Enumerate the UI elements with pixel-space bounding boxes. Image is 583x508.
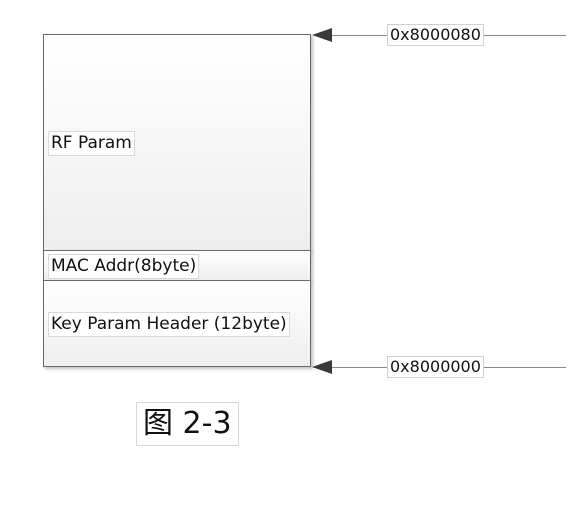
- top-address-label: 0x8000080: [387, 24, 484, 46]
- bottom-address-label: 0x8000000: [387, 356, 484, 378]
- bottom-address-arrow-icon: [312, 360, 332, 374]
- top-address-arrow-icon: [312, 28, 332, 42]
- rf-param-label: RF Param: [48, 131, 135, 156]
- rf-param-block: RF Param: [43, 34, 311, 251]
- mac-addr-block: MAC Addr(8byte): [43, 250, 311, 281]
- figure-caption: 图 2-3: [136, 402, 239, 446]
- key-param-header-label: Key Param Header (12byte): [48, 312, 290, 337]
- key-param-header-block: Key Param Header (12byte): [43, 280, 311, 367]
- mac-addr-label: MAC Addr(8byte): [48, 254, 200, 279]
